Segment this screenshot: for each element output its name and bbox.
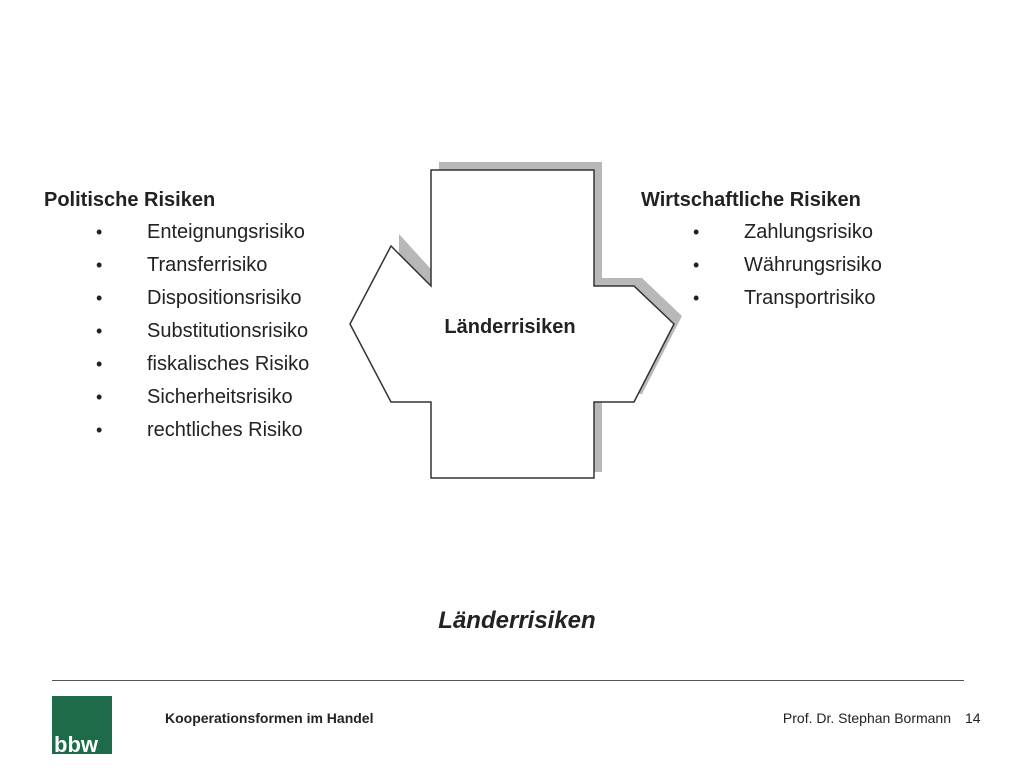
cross-arrow-diagram (349, 162, 682, 479)
list-item: •Dispositionsrisiko (44, 282, 309, 315)
page-number: 14 (965, 710, 981, 726)
bullet-icon: • (96, 222, 103, 242)
bullet-icon: • (693, 222, 700, 242)
bbw-logo-icon: bbw (52, 696, 112, 754)
bullet-icon: • (96, 387, 103, 407)
list-item: •Substitutionsrisiko (44, 315, 309, 348)
bullet-icon: • (96, 255, 103, 275)
footer-author: Prof. Dr. Stephan Bormann (782, 710, 951, 726)
political-risks-list: •Enteignungsrisiko •Transferrisiko •Disp… (44, 216, 309, 447)
list-item: •Sicherheitsrisiko (44, 381, 309, 414)
economic-risks-list: •Zahlungsrisiko •Währungsrisiko •Transpo… (641, 216, 882, 315)
bullet-icon: • (96, 354, 103, 374)
list-item: •fiskalisches Risiko (44, 348, 309, 381)
bullet-icon: • (96, 420, 103, 440)
list-item: •Transferrisiko (44, 249, 309, 282)
bullet-icon: • (96, 321, 103, 341)
slide-title: Länderrisiken (438, 607, 596, 634)
list-item: •Währungsrisiko (641, 249, 882, 282)
svg-text:bbw: bbw (54, 732, 99, 754)
diagram-center-label: Länderrisiken (444, 316, 576, 338)
list-item: •Enteignungsrisiko (44, 216, 309, 249)
bullet-icon: • (693, 288, 700, 308)
footer-course-title: Kooperationsformen im Handel (165, 710, 374, 726)
list-item: •rechtliches Risiko (44, 414, 309, 447)
list-item: •Transportrisiko (641, 282, 882, 315)
political-risks-heading: Politische Risiken (44, 189, 216, 211)
bullet-icon: • (693, 255, 700, 275)
economic-risks-column: Wirtschaftliche Risiken •Zahlungsrisiko … (641, 184, 882, 315)
political-risks-column: Politische Risiken •Enteignungsrisiko •T… (44, 184, 309, 447)
cross-arrow-shape (349, 169, 675, 479)
footer-divider (52, 680, 964, 681)
list-item: •Zahlungsrisiko (641, 216, 882, 249)
economic-risks-heading: Wirtschaftliche Risiken (641, 189, 861, 211)
bullet-icon: • (96, 288, 103, 308)
